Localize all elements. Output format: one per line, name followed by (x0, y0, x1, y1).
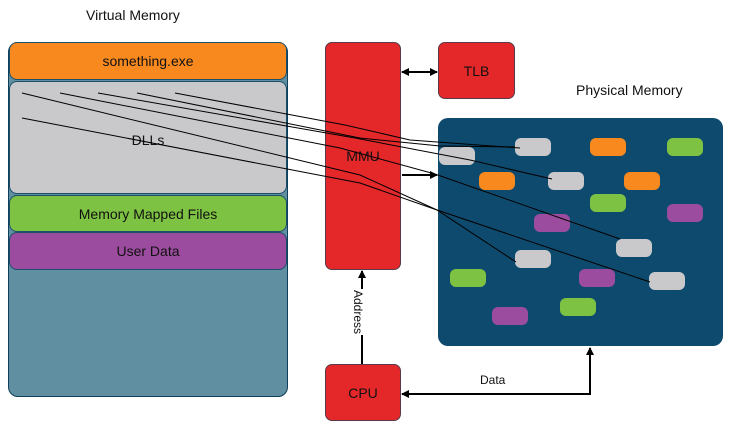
physical-memory (438, 118, 723, 346)
page-frame-mmf (667, 138, 703, 156)
page-frame-mmf (560, 298, 596, 316)
data-arrow (401, 347, 594, 398)
page-frame-dll (616, 239, 652, 257)
mmu-box: MMU (325, 42, 401, 270)
page-frame-user (579, 269, 615, 287)
segment-memory-mapped-files: Memory Mapped Files (9, 195, 287, 232)
segment-label: DLLs (131, 132, 165, 148)
address-label: Address (351, 289, 365, 336)
page-frame-dll (649, 272, 685, 290)
page-frame-user (667, 204, 703, 222)
page-frame-user (492, 307, 528, 325)
page-frame-exe (590, 138, 626, 156)
page-frame-dll (515, 138, 551, 156)
physical-memory-title: Physical Memory (576, 82, 683, 98)
segment-user-data: User Data (9, 232, 287, 270)
segment-label: User Data (116, 243, 180, 259)
page-frame-dll (439, 147, 475, 165)
virtual-memory-title: Virtual Memory (86, 7, 180, 23)
page-frame-dll (548, 172, 584, 190)
page-frame-exe (479, 172, 515, 190)
segment-label: Memory Mapped Files (78, 205, 218, 222)
segment-dlls: DLLs (9, 81, 287, 194)
segment-something-exe: something.exe (9, 42, 287, 80)
tlb-label: TLB (463, 62, 490, 79)
page-frame-mmf (450, 269, 486, 287)
mmu-label: MMU (346, 148, 380, 164)
tlb-box: TLB (438, 42, 515, 99)
page-frame-dll (515, 250, 551, 268)
page-frame-user (534, 214, 570, 232)
data-label: Data (480, 373, 506, 387)
segment-label: something.exe (102, 53, 194, 69)
page-frame-exe (624, 172, 660, 190)
page-frame-mmf (590, 194, 626, 212)
cpu-box: CPU (325, 364, 401, 421)
cpu-label: CPU (348, 384, 378, 401)
